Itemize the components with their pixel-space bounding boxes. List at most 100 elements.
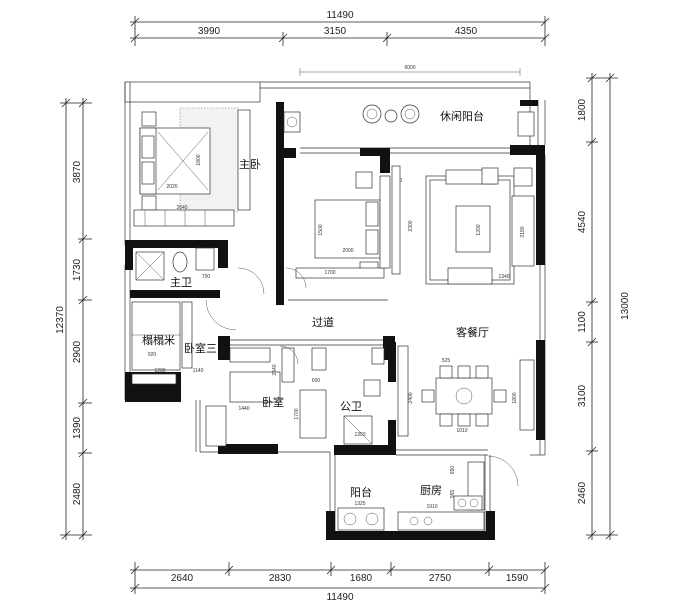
bottom-dim-4: 2750 — [429, 573, 452, 584]
misc-1800: 1800 — [512, 392, 518, 403]
corridor: 过道 — [205, 267, 334, 331]
balcony-label: 阳台 — [350, 485, 372, 499]
master-bath: 700 主卫 — [135, 247, 215, 289]
bathroom-width-dim: 1350 — [354, 432, 365, 438]
left-dim-1: 3870 — [72, 160, 83, 183]
toilet — [172, 251, 188, 273]
living-room: 2300 2180 1200 1340 客餐厅 — [391, 165, 535, 339]
top-dim-2: 3150 — [324, 26, 347, 37]
kitchen: 1910 650 955 厨房 — [397, 455, 519, 531]
bedroom-three-label: 卧室三 — [184, 341, 217, 355]
tv-wall-dim: 2300 — [408, 220, 414, 231]
bottom-dim-2: 2830 — [269, 573, 292, 584]
bottom-dim-5: 1590 — [506, 573, 529, 584]
dining-cabinet — [397, 345, 409, 437]
right-dim-5: 2460 — [577, 481, 588, 504]
misc-2540: 2540 — [272, 364, 278, 375]
dining-width-dim: 2400 — [408, 392, 414, 403]
desk — [181, 301, 193, 369]
middle-bedroom: 1500 2000 1700 500 — [295, 171, 402, 279]
right-dim-2: 4540 — [577, 210, 588, 233]
kitchen-label: 厨房 — [420, 484, 442, 497]
bottom-dimension-chain: 2640 2830 1680 2750 1590 11490 — [130, 562, 550, 603]
right-dimension-chain: 1800 4540 1100 3100 2460 13000 — [577, 73, 631, 540]
misc-955: 955 — [450, 490, 456, 499]
tatami-length-dim: 1200 — [154, 368, 165, 374]
top-total-dim: 11490 — [326, 10, 354, 21]
right-dim-4: 3100 — [577, 384, 588, 407]
top-dim-1: 3990 — [198, 26, 221, 37]
washer — [283, 111, 301, 133]
balcony-counter-dim: 1325 — [354, 501, 365, 507]
bedroom-label: 卧室 — [262, 395, 284, 409]
sofa-table-dim: 1200 — [476, 224, 482, 235]
top-dim-3: 4350 — [455, 26, 478, 37]
desk — [205, 405, 227, 447]
living-width-dim: 1340 — [498, 274, 509, 280]
top-dimension-chain: 11490 3990 3150 4350 — [130, 10, 550, 46]
right-dim-3: 1100 — [577, 311, 588, 333]
bottom-total-dim: 11490 — [326, 592, 354, 603]
dining-table — [435, 377, 493, 415]
bedroom-three: 920 1200 1140 榻榻米 卧室三 — [131, 301, 217, 385]
misc-600: 600 — [312, 378, 321, 384]
tatami-width-dim: 920 — [148, 352, 157, 358]
leisure-balcony-label: 休闲阳台 — [440, 109, 484, 123]
living-dining-label: 客餐厅 — [456, 325, 489, 339]
misc-1700: 1700 — [294, 408, 300, 419]
bedroom: 2540 1700 600 1440 卧室 — [205, 345, 327, 447]
balcony-chair — [362, 104, 382, 124]
bed — [229, 371, 281, 403]
tv-cabinet — [391, 165, 401, 275]
wardrobe — [295, 267, 385, 279]
toilet — [363, 379, 381, 397]
armchair — [447, 267, 493, 285]
sideboard — [519, 359, 535, 431]
sink — [337, 507, 385, 531]
middle-bed-width: 1500 — [318, 224, 324, 235]
master-bedroom: 1800 2020 2640 主卧 — [133, 107, 261, 227]
bedroom-desk-dim: 1440 — [238, 406, 249, 412]
master-wardrobe — [133, 209, 235, 227]
master-room-width: 2640 — [176, 205, 187, 211]
left-dim-3: 2900 — [72, 340, 83, 363]
wardrobe — [229, 347, 271, 363]
misc-525: 525 — [442, 358, 451, 364]
stove — [453, 495, 483, 511]
left-dim-5: 2480 — [72, 482, 83, 505]
dining: 2400 1800 525 1010 — [397, 345, 535, 437]
master-bed-length: 2020 — [166, 184, 177, 190]
leisure-balcony: 休闲阳台 — [283, 104, 535, 137]
bath-width-dim: 700 — [202, 274, 211, 280]
misc-650: 650 — [450, 466, 456, 475]
master-bedroom-label: 主卧 — [239, 158, 261, 171]
basin — [371, 347, 385, 365]
misc-1140: 1140 — [193, 368, 204, 374]
master-bed-width: 1800 — [196, 154, 202, 165]
balcony-width-label: 6000 — [404, 65, 415, 71]
left-dim-2: 1730 — [72, 258, 83, 281]
tatami-label: 榻榻米 — [142, 333, 175, 347]
right-dim-1: 1800 — [577, 98, 588, 121]
sofa-length-dim: 2180 — [520, 226, 526, 237]
misc-1010: 1010 — [456, 428, 467, 434]
left-dimension-chain: 12370 3870 1730 2900 1390 2480 — [55, 98, 92, 540]
corridor-label: 过道 — [312, 315, 334, 329]
left-dim-4: 1390 — [72, 416, 83, 439]
public-bath-label: 公卫 — [340, 400, 362, 413]
bedroom-wardrobe — [299, 389, 327, 439]
bottom-dim-3: 1680 — [350, 573, 373, 584]
balcony-chair — [400, 104, 420, 124]
tatami — [131, 301, 181, 371]
balcony-table — [384, 109, 398, 123]
coffee-table — [455, 205, 491, 253]
basin — [195, 247, 215, 271]
sofa — [511, 195, 535, 267]
kitchen-counter — [397, 511, 485, 531]
public-bath: 1350 350 公卫 — [311, 347, 408, 445]
kitchen-counter-dim: 1910 — [426, 504, 437, 510]
master-bath-label: 主卫 — [170, 276, 192, 289]
wardrobe-width: 1700 — [324, 270, 335, 276]
bottom-dim-1: 2640 — [171, 573, 194, 584]
